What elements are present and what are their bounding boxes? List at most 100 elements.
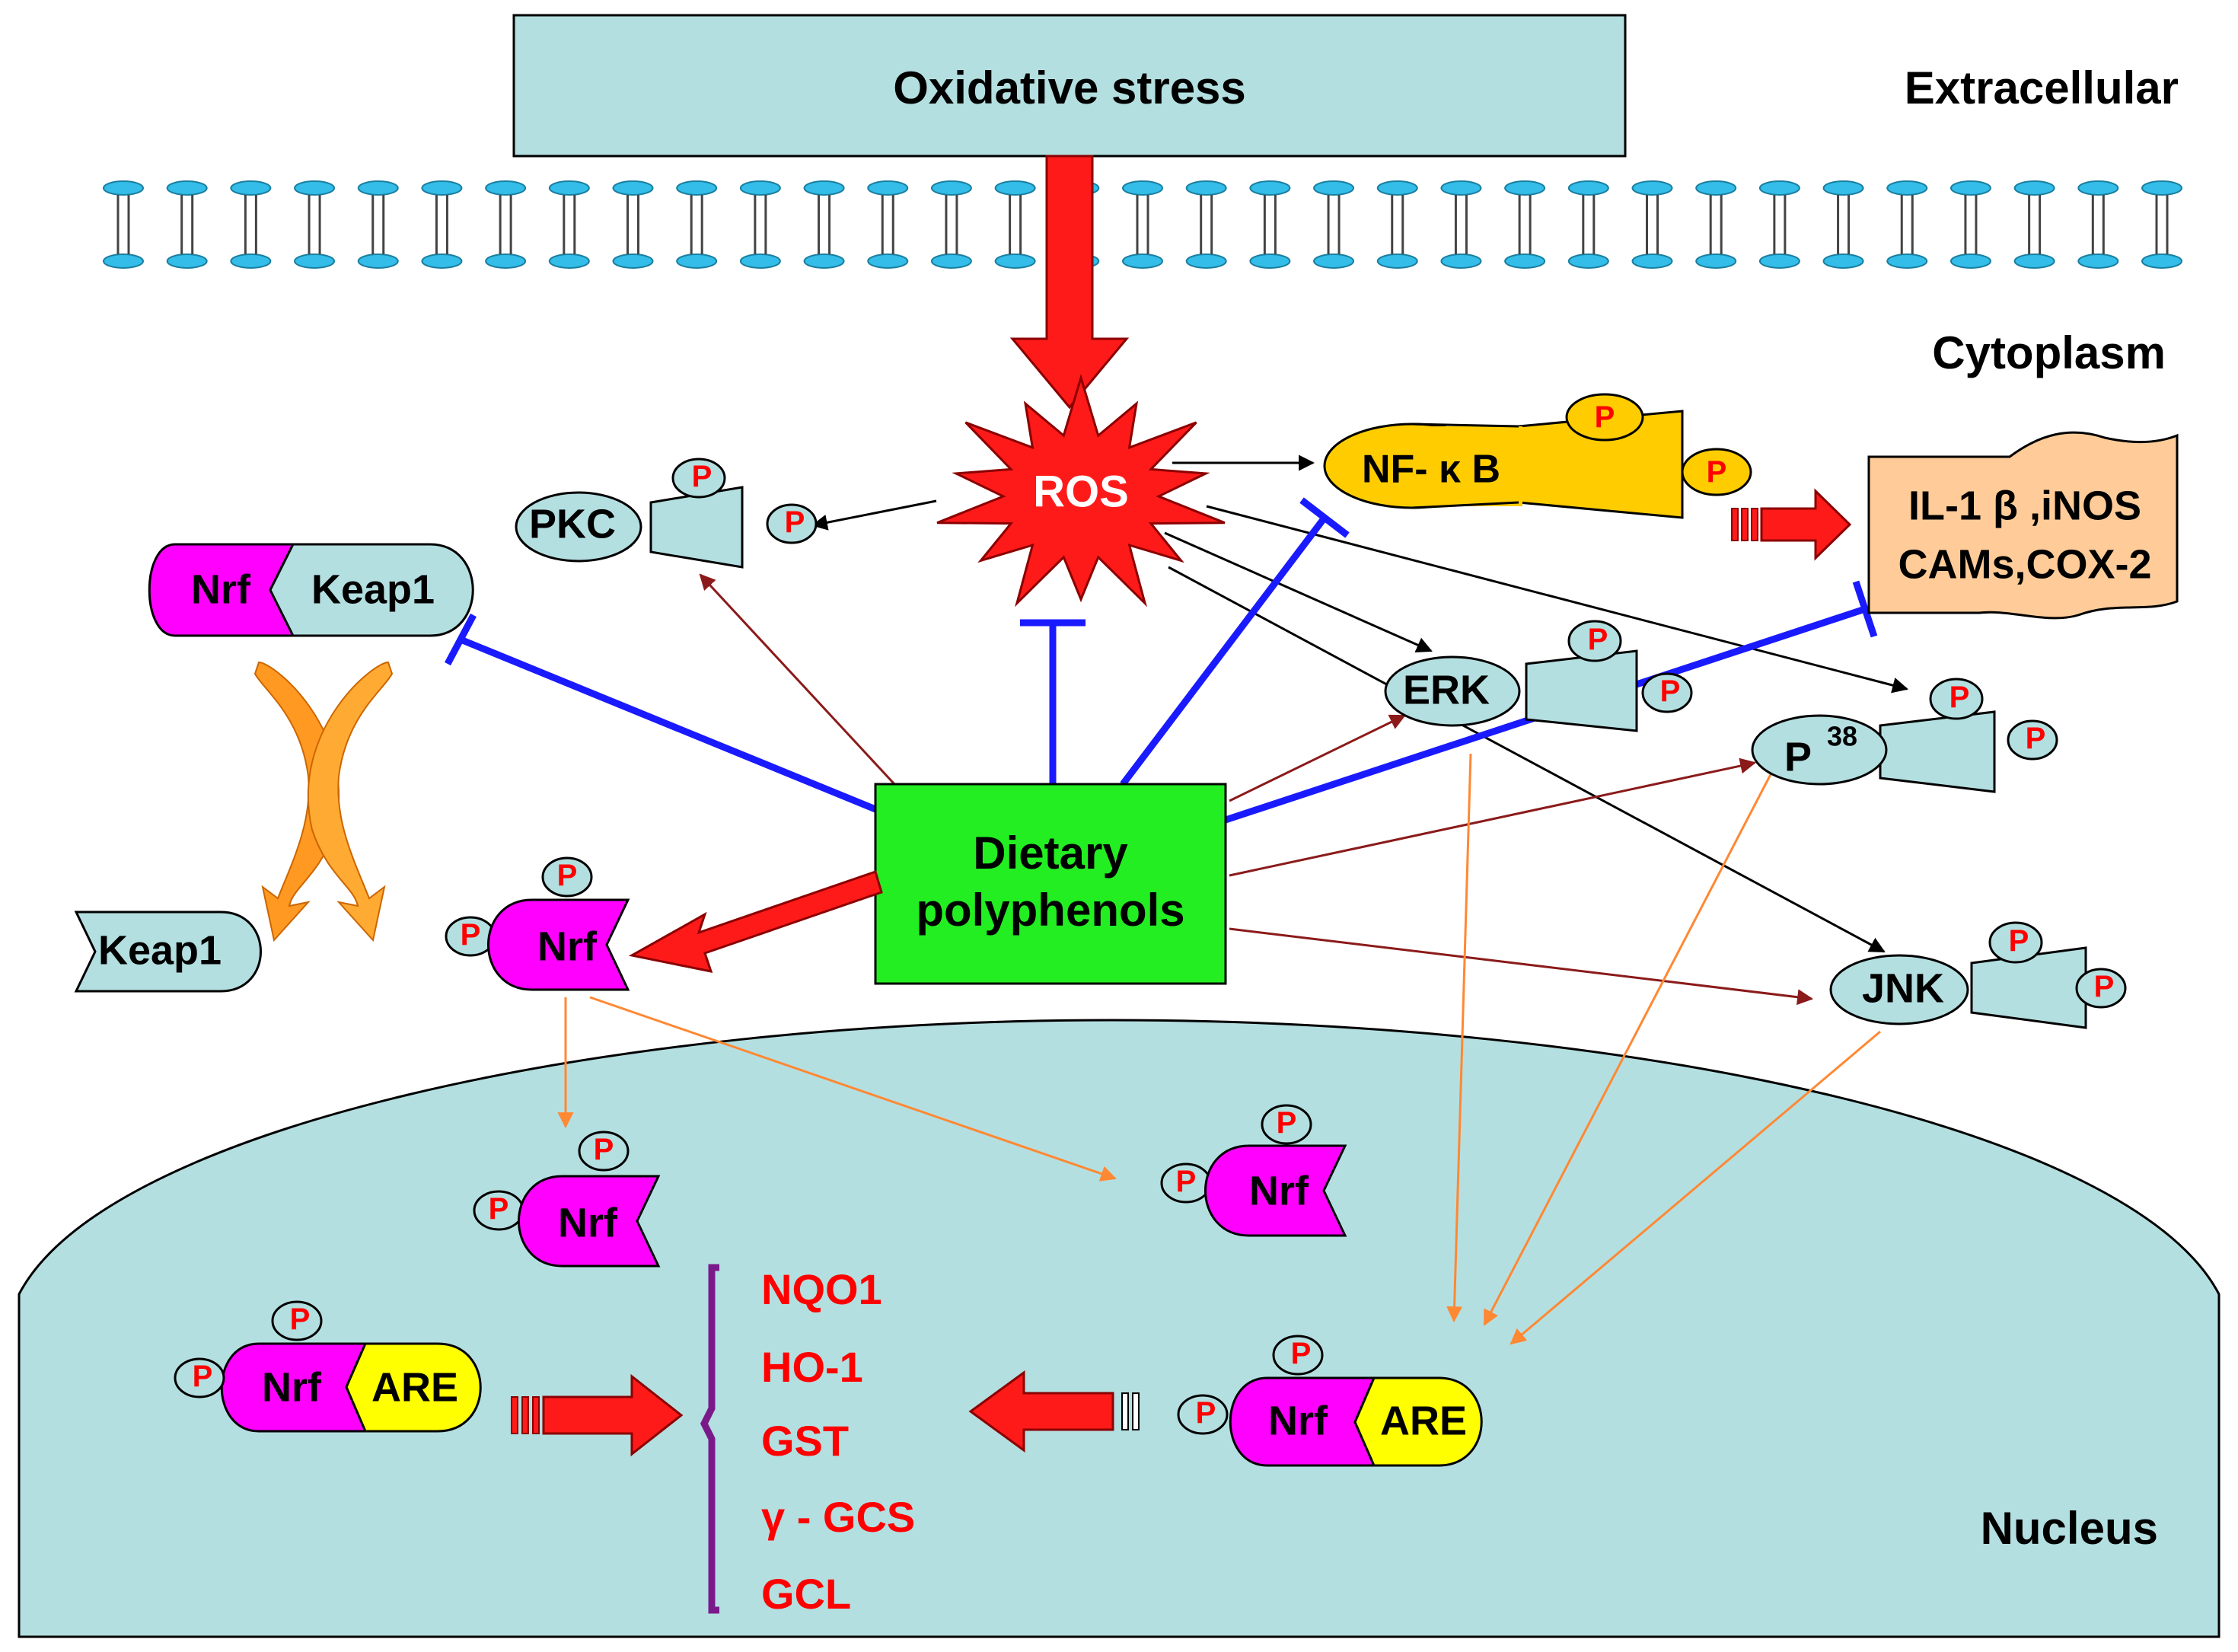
nrf-are-left-nrf: Nrf	[262, 1364, 322, 1410]
inhibit-ros	[1020, 619, 1086, 784]
inflammatory-box	[1867, 431, 2179, 620]
phospho-nrf-cytoplasm	[445, 856, 630, 991]
gene-ho1: HO-1	[761, 1343, 863, 1391]
are-left-to-genes-arrow	[511, 1373, 684, 1457]
dissociation-arrow-left	[253, 661, 340, 942]
nrf-cyto-phospho-2: P	[461, 918, 481, 952]
nrf-nuc1-phospho-2: P	[489, 1192, 509, 1226]
lipid-pair	[1440, 180, 1482, 269]
inflammatory-line2: CAMs,COX-2	[1898, 541, 2151, 587]
p38-phospho-2: P	[2026, 722, 2046, 755]
nrf-keap1-complex: Nrf Keap1	[148, 543, 474, 637]
gene-gcs: γ - GCS	[761, 1493, 915, 1541]
lipid-pair	[230, 180, 272, 269]
gene-nqo1: NQO1	[761, 1265, 882, 1313]
ros-label: ROS	[1033, 467, 1129, 516]
p38-kinase: P 38 P P	[1751, 678, 2058, 793]
lipid-pair	[2077, 180, 2119, 269]
extracellular-label: Extracellular	[1905, 62, 2179, 113]
nfkb-phospho-1: P	[1595, 400, 1615, 434]
jnk-label: JNK	[1862, 965, 1944, 1011]
lipid-pair	[739, 180, 781, 269]
nrf-nuc2-phospho-1: P	[1277, 1106, 1297, 1140]
poly-to-nrf-arrow	[628, 870, 883, 973]
nrf-nuc2-label: Nrf	[1249, 1168, 1309, 1213]
oxidative-stress-label: Oxidative stress	[893, 62, 1246, 113]
lipid-pair	[485, 180, 527, 269]
gene-list-bracket	[700, 1264, 719, 1614]
cell-membrane	[103, 180, 2182, 269]
lipid-pair	[166, 180, 208, 269]
nucleus-label: Nucleus	[1981, 1503, 2158, 1554]
phospho-nrf-nucleus-2	[1160, 1104, 1347, 1237]
nrf-diag-arrow	[589, 996, 1117, 1182]
polyphenols-label-line2: polyphenols	[916, 885, 1184, 936]
nfkb-complex: NF- κ B P P	[1323, 393, 1752, 519]
poly-to-p38-arrow	[1229, 757, 1757, 877]
pkc-kinase: PKC P P	[515, 458, 818, 569]
stress-to-ros-arrow	[1009, 155, 1130, 410]
lipid-pair	[1822, 180, 1864, 269]
lipid-pair	[994, 180, 1036, 269]
nrf-nuc2-phospho-2: P	[1176, 1165, 1197, 1198]
p38-superscript: 38	[1827, 721, 1857, 752]
lipid-pair	[548, 180, 590, 269]
lipid-pair	[1185, 180, 1227, 269]
lipid-pair	[1949, 180, 1991, 269]
p38-to-are-arrow	[1483, 761, 1779, 1326]
nrf-are-right-nrf: Nrf	[1268, 1398, 1328, 1443]
nrf-are-right-phospho-2: P	[1196, 1396, 1216, 1430]
erk-phospho-2: P	[1660, 675, 1681, 708]
ros-to-pkc-arrow	[811, 499, 937, 531]
pkc-phospho-2: P	[785, 505, 805, 539]
jnk-phospho-2: P	[2094, 970, 2115, 1003]
lipid-pair	[2013, 180, 2055, 269]
nrf-are-complex-right	[1177, 1335, 1483, 1467]
erk-to-are-arrow	[1446, 753, 1472, 1323]
erk-phospho-1: P	[1588, 623, 1608, 656]
cytoplasm-label: Cytoplasm	[1932, 327, 2166, 378]
poly-to-erk-arrow	[1229, 714, 1406, 802]
nrf-nuc1-phospho-1: P	[594, 1133, 614, 1166]
lipid-pair	[612, 180, 654, 269]
nrf-are-left-phospho-1: P	[290, 1303, 311, 1336]
nrf-are-complex-left	[174, 1300, 482, 1433]
lipid-pair	[930, 180, 972, 269]
lipid-pair	[803, 180, 845, 269]
lipid-pair	[1758, 180, 1800, 269]
lipid-pair	[676, 180, 718, 269]
are-right-to-genes-arrow	[968, 1370, 1140, 1453]
nrf-are-left-are: ARE	[371, 1364, 458, 1410]
p38-label: P	[1784, 734, 1812, 780]
ros-to-p38-arrow	[1206, 505, 1909, 694]
lipid-pair	[1249, 180, 1291, 269]
lipid-pair	[1376, 180, 1418, 269]
complex-keap1-label: Keap1	[311, 566, 435, 612]
lipid-pair	[1313, 180, 1355, 269]
poly-to-pkc-arrow	[699, 573, 896, 786]
complex-nrf-label: Nrf	[191, 566, 251, 612]
nrf-cyto-label: Nrf	[537, 923, 598, 969]
free-keap1	[74, 911, 262, 993]
lipid-pair	[1567, 180, 1609, 269]
lipid-pair	[421, 180, 463, 269]
pkc-phospho-1: P	[692, 460, 713, 493]
ros-burst	[936, 373, 1226, 608]
erk-kinase: ERK P P	[1384, 620, 1693, 732]
pkc-label: PKC	[529, 501, 616, 547]
jnk-phospho-1: P	[2009, 924, 2029, 958]
ros-to-erk-arrow	[1164, 531, 1433, 652]
ros-to-jnk-arrow	[1168, 566, 1886, 953]
lipid-pair	[1122, 180, 1163, 269]
lipid-pair	[2141, 180, 2182, 269]
nucleus-region	[18, 1019, 2220, 1638]
polyphenols-label-line1: Dietary	[973, 828, 1128, 879]
free-keap1-label: Keap1	[98, 927, 222, 973]
inhibit-keap1	[445, 613, 881, 815]
lipid-pair	[1886, 180, 1928, 269]
inhibit-nfkb	[1120, 497, 1350, 786]
nrf-nuc1-label: Nrf	[558, 1200, 618, 1245]
oxidative-stress-box	[512, 14, 1627, 158]
lipid-pair	[103, 180, 144, 269]
